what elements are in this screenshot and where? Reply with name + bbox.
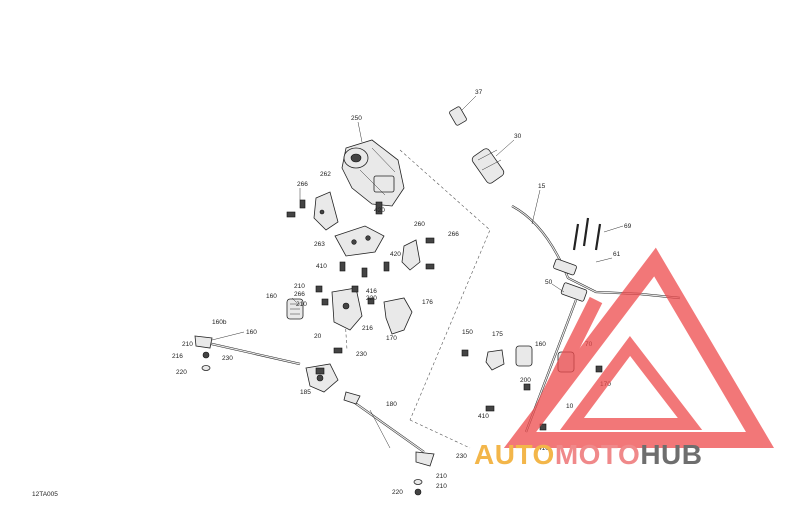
callout-label: 420 (374, 207, 385, 214)
callout-label: 266 (448, 231, 459, 238)
callout-label: 410 (538, 445, 549, 452)
bracket-262 (313, 191, 339, 231)
callout-label: 180 (386, 401, 397, 408)
watermark-logo (503, 247, 775, 448)
bushing-left (286, 298, 304, 320)
callout-label: 160 (535, 341, 546, 348)
bolts-69 (572, 217, 602, 251)
callout-label: 262 (320, 171, 331, 178)
callout-label: 220 (176, 369, 187, 376)
callout-label: 20 (314, 333, 322, 340)
callout-label: 50 (545, 279, 553, 286)
callout-label: 160 (266, 293, 277, 300)
fasteners (286, 199, 435, 354)
watermark-segment-2: MOTO (555, 439, 640, 470)
callout-label: 410 (316, 263, 327, 270)
handlebar (511, 205, 681, 300)
watermark-segment-3: HUB (640, 439, 702, 470)
tie-rod-left (194, 335, 301, 371)
dashed-assembly-lines (344, 149, 491, 449)
tie-rod-right (343, 391, 435, 496)
bracket-175 (485, 349, 505, 371)
callout-label: 150 (462, 329, 473, 336)
knob-37 (449, 106, 467, 126)
callout-label: 175 (492, 331, 503, 338)
callout-label: 61 (613, 251, 621, 258)
callout-label: 69 (624, 223, 632, 230)
callout-label: 260 (414, 221, 425, 228)
callout-label: 30 (514, 133, 522, 140)
callout-label: 250 (351, 115, 362, 122)
callout-label: 160b (212, 319, 227, 326)
callout-label: 410 (478, 413, 489, 420)
logo-inner-triangle (560, 336, 703, 430)
callout-label: 230 (222, 355, 233, 362)
fasteners-right (461, 349, 603, 431)
callout-label: 420 (390, 251, 401, 258)
diagram-code: 12TA005 (32, 491, 58, 498)
sleeve-30 (471, 148, 505, 184)
leader-lines (211, 95, 624, 449)
bracket-260 (401, 239, 421, 271)
callout-label: 210 (296, 301, 307, 308)
callout-label: 216 (362, 325, 373, 332)
callout-label: 210 (182, 341, 193, 348)
callout-label: 230 (456, 453, 467, 460)
pitman-arm (331, 287, 363, 331)
callout-label: 216 (172, 353, 183, 360)
logo-slash (533, 296, 603, 416)
callout-label: 220 (366, 295, 377, 302)
callout-label: 10 (566, 403, 574, 410)
callout-label: 230 (356, 351, 367, 358)
callout-label: 160 (246, 329, 257, 336)
callout-label: 185 (300, 389, 311, 396)
callout-label: 170 (386, 335, 397, 342)
callout-label: 416 (366, 288, 377, 295)
callout-label: 220 (392, 489, 403, 496)
plate-263 (334, 225, 385, 257)
watermark-text: AUTOMOTOHUB (474, 439, 702, 470)
callout-label: 37 (475, 89, 483, 96)
callout-label: 210 (436, 483, 447, 490)
bracket-176 (383, 297, 413, 335)
steering-gearbox (341, 139, 405, 215)
callout-label: 200 (520, 377, 531, 384)
callout-label: 266 (297, 181, 308, 188)
callout-label: 210 (436, 473, 447, 480)
logo-outer-triangle (503, 247, 775, 448)
idler-arm (305, 363, 339, 393)
watermark-segment-1: AUTO (474, 439, 555, 470)
callout-label: 15 (538, 183, 546, 190)
callout-label: 263 (314, 241, 325, 248)
callout-label: 266 (294, 291, 305, 298)
callout-label: 176 (422, 299, 433, 306)
callout-label: 210 (294, 283, 305, 290)
